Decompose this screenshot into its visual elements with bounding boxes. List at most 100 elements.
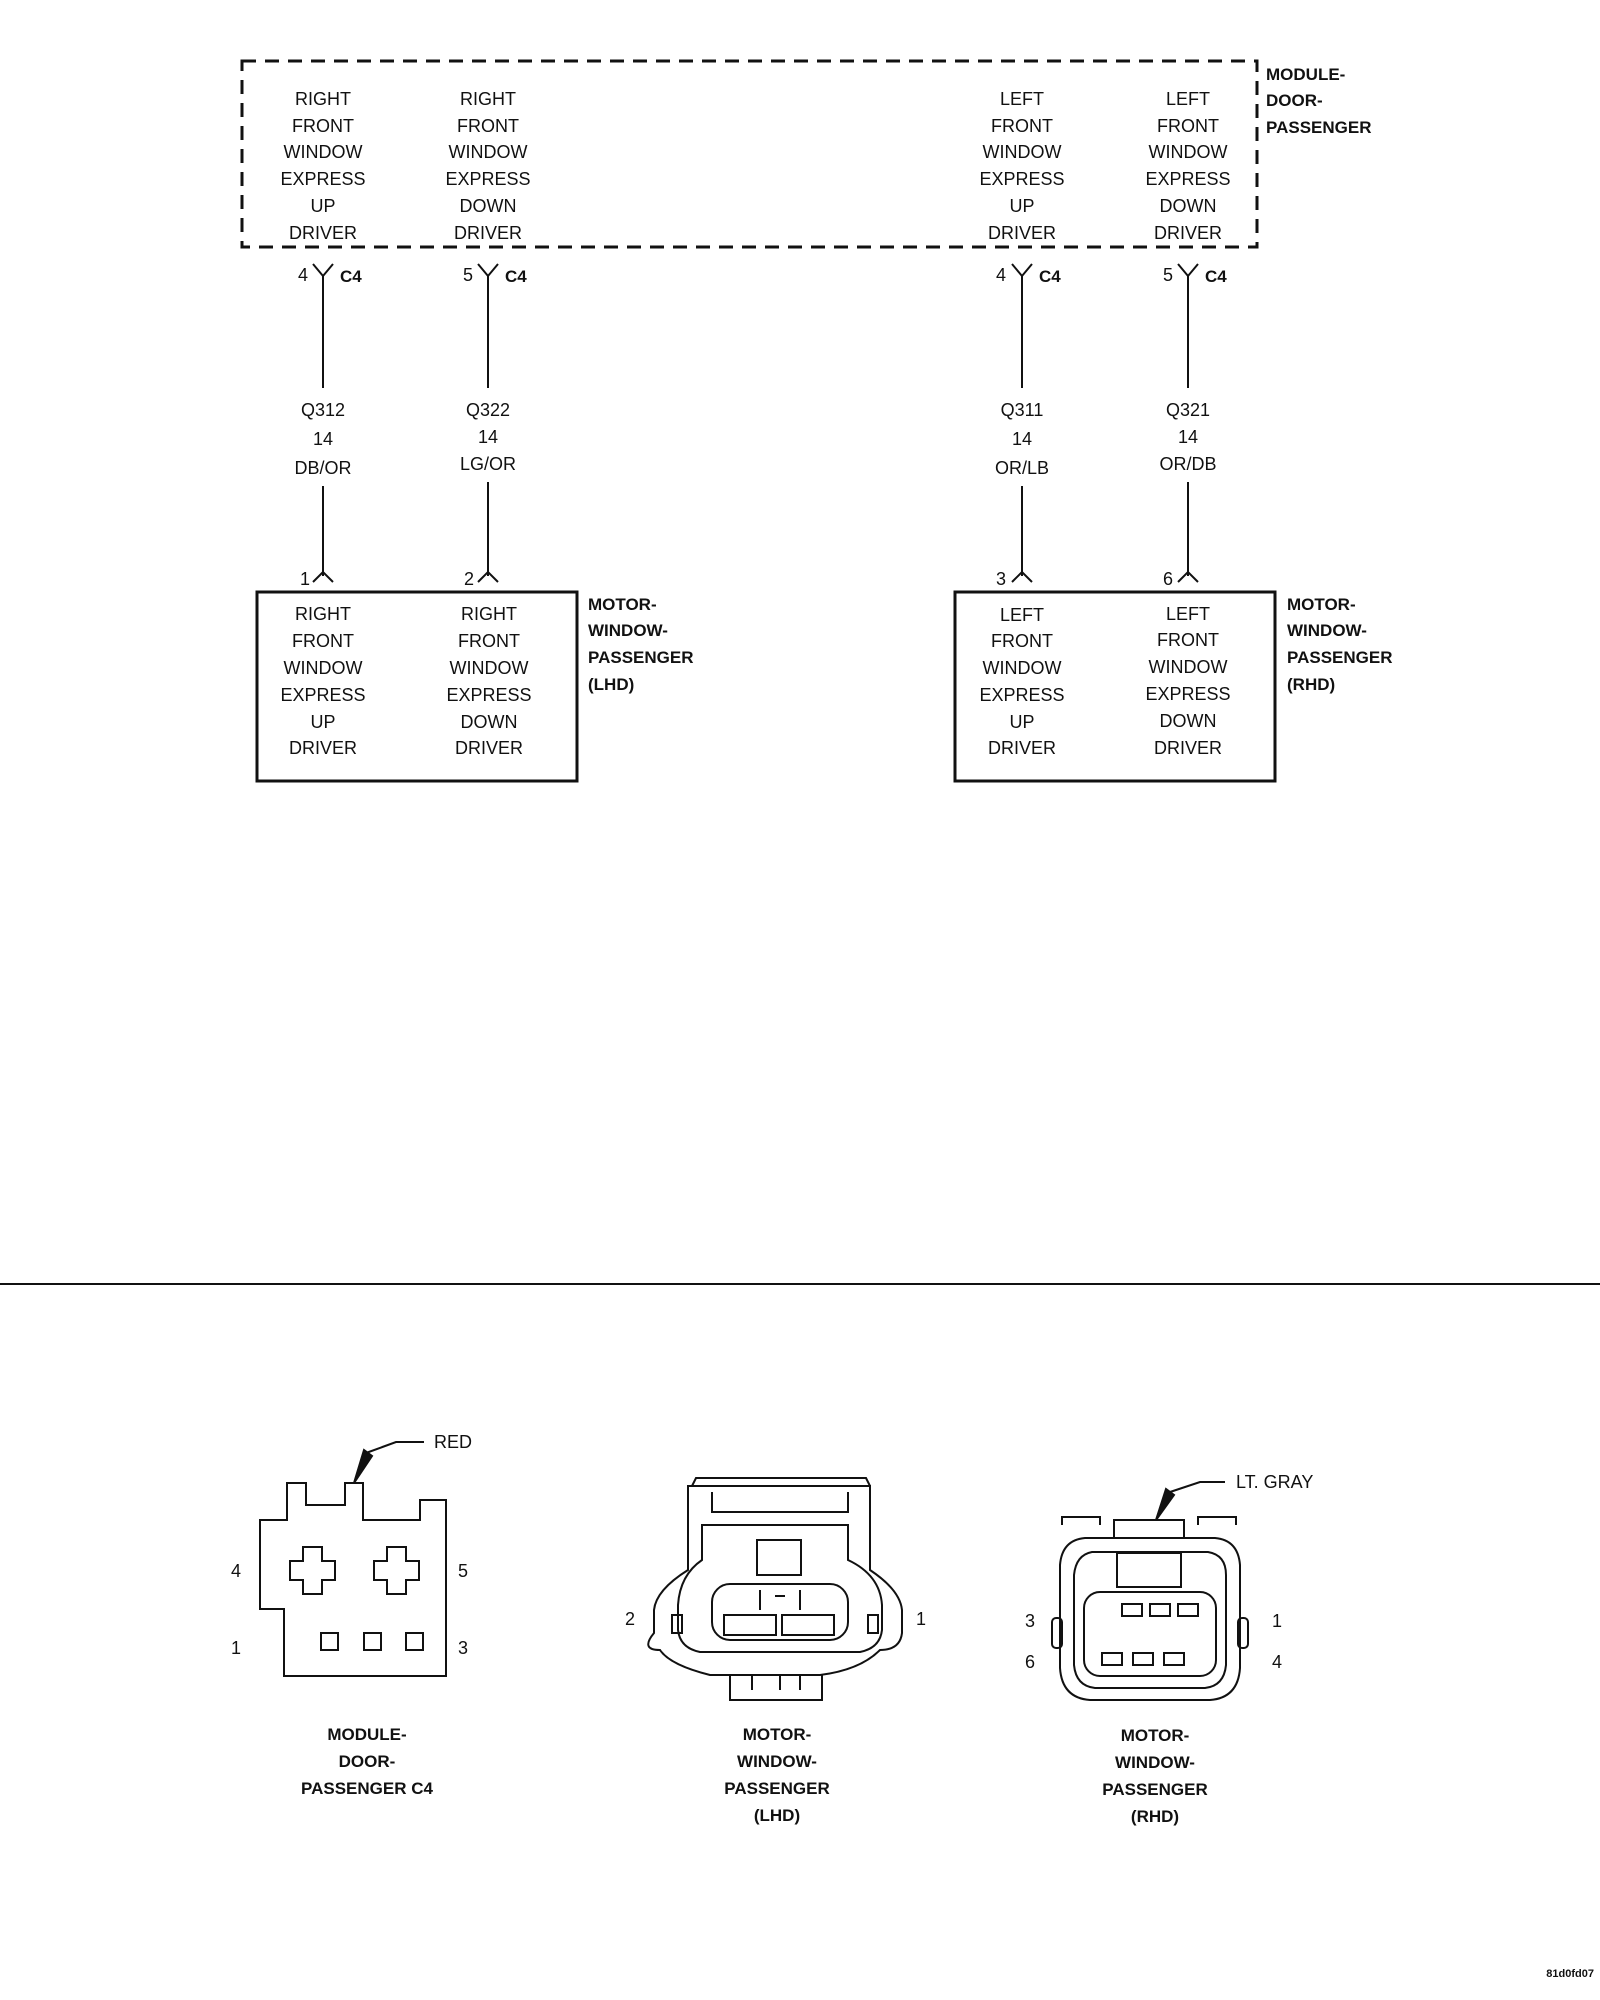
module-c4-pin-5: 5 [458, 1561, 468, 1581]
motor-lhd-terminal-1 [781, 1614, 835, 1636]
circuit-label: DOWN [1160, 196, 1217, 216]
module-name-line-2: DOOR- [1266, 91, 1323, 110]
circuit-label: DRIVER [455, 738, 523, 758]
motor-rhd-terminal-3 [1121, 1603, 1143, 1617]
motor-lhd-center-key [759, 1590, 801, 1610]
module-c4-title-line-2: DOOR- [339, 1752, 396, 1771]
module-c4-title-line-1: MODULE- [327, 1725, 406, 1744]
wire-gauge: 14 [1012, 429, 1032, 449]
motor-rhd-terminal-5 [1132, 1652, 1154, 1666]
motor-rhd-pin-6: 6 [1025, 1652, 1035, 1672]
circuit-label: DRIVER [988, 223, 1056, 243]
motor-pin-connector-symbol [477, 570, 499, 583]
circuit-label: FRONT [292, 631, 354, 651]
circuit-label: EXPRESS [280, 685, 365, 705]
motor-pin-connector-symbol [1177, 570, 1199, 583]
module-connector-label: C4 [1205, 267, 1227, 286]
wire-4: 5 C4 Q321 14 OR/DB 6 [1159, 263, 1227, 589]
motor-rhd-title-line-3: PASSENGER [1102, 1780, 1208, 1799]
motor-lhd-title-line-1: MOTOR- [743, 1725, 812, 1744]
wire-gauge: 14 [478, 427, 498, 447]
circuit-label: WINDOW [284, 142, 363, 162]
wire-2: 5 C4 Q322 14 LG/OR 2 [460, 263, 527, 589]
lt-gray-callout-leader [1169, 1481, 1225, 1493]
motor-rhd-name-line-3: PASSENGER [1287, 648, 1393, 667]
circuit-label: RIGHT [295, 604, 351, 624]
circuit-label: EXPRESS [979, 169, 1064, 189]
motor-rhd-name-line-4: (RHD) [1287, 675, 1335, 694]
circuit-label: WINDOW [1149, 142, 1228, 162]
motor-pin-number: 3 [996, 569, 1006, 589]
connector-view-module-c4: RED 4 5 1 3 MODULE- DOOR- PASSENGER C4 [231, 1432, 472, 1798]
module-pin-number: 5 [463, 265, 473, 285]
circuit-label: FRONT [1157, 630, 1219, 650]
module-c4-housing [259, 1482, 447, 1677]
motor-lhd-title-line-4: (LHD) [754, 1806, 800, 1825]
circuit-label: DRIVER [1154, 738, 1222, 758]
circuit-label: RIGHT [460, 89, 516, 109]
motor-rhd-name-line-1: MOTOR- [1287, 595, 1356, 614]
motor-rhd-title-line-2: WINDOW- [1115, 1753, 1195, 1772]
motor-lhd-side-clip-right [867, 1614, 879, 1634]
module-circuit-3: LEFT FRONT WINDOW EXPRESS UP DRIVER [979, 89, 1064, 243]
wire-3: 4 C4 Q311 14 OR/LB 3 [995, 263, 1061, 589]
motor-rhd-title-line-4: (RHD) [1131, 1807, 1179, 1826]
circuit-label: FRONT [457, 116, 519, 136]
circuit-label: WINDOW [1149, 657, 1228, 677]
motor-rhd-outer-shell [1059, 1537, 1241, 1701]
module-pin-number: 4 [996, 265, 1006, 285]
module-c4-cavity-3 [405, 1632, 424, 1651]
connector-view-motor-rhd: LT. GRAY 3 1 6 4 MOTOR- WINDOW- PASSENGE… [1025, 1472, 1313, 1826]
circuit-label: DOWN [461, 712, 518, 732]
motor-lhd-name-line-4: (LHD) [588, 675, 634, 694]
motor-pin-connector-symbol [312, 570, 334, 583]
motor-lhd-pin-2: 2 [625, 1609, 635, 1629]
lt-gray-callout-label: LT. GRAY [1236, 1472, 1313, 1492]
module-c4-pin-3: 3 [458, 1638, 468, 1658]
motor-window-passenger-rhd: LEFT FRONT WINDOW EXPRESS UP DRIVER LEFT… [953, 590, 1393, 783]
red-callout-arrow [353, 1448, 374, 1484]
circuit-label: UP [1009, 712, 1034, 732]
circuit-label: DRIVER [289, 738, 357, 758]
module-c4-cavity-1 [320, 1632, 339, 1651]
module-circuit-2: RIGHT FRONT WINDOW EXPRESS DOWN DRIVER [445, 89, 530, 243]
motor-lhd-bottom-lug [729, 1675, 823, 1701]
motor-lhd-outer-shell [647, 1485, 903, 1676]
circuit-label: LEFT [1000, 89, 1044, 109]
motor-rhd-side-clip-left [1051, 1617, 1063, 1649]
circuit-label: DRIVER [454, 223, 522, 243]
motor-pin-number: 6 [1163, 569, 1173, 589]
motor-lhd-top-latch [691, 1477, 871, 1513]
circuit-label: RIGHT [461, 604, 517, 624]
red-callout-leader [365, 1441, 424, 1454]
circuit-label: UP [310, 196, 335, 216]
motor-rhd-terminal-4 [1163, 1652, 1185, 1666]
circuit-label: LEFT [1166, 604, 1210, 624]
motor-lhd-name-line-3: PASSENGER [588, 648, 694, 667]
circuit-label: RIGHT [295, 89, 351, 109]
lt-gray-callout-arrow [1155, 1487, 1176, 1521]
motor-rhd-name-line-2: WINDOW- [1287, 621, 1367, 640]
motor-lhd-terminal-frame [711, 1583, 849, 1641]
module-pin-number: 4 [298, 265, 308, 285]
motor-lhd-box [255, 590, 579, 783]
circuit-label: WINDOW [284, 658, 363, 678]
circuit-label: WINDOW [983, 658, 1062, 678]
wire-gauge: 14 [313, 429, 333, 449]
module-name-line-1: MODULE- [1266, 65, 1345, 84]
motor-pin-number: 2 [464, 569, 474, 589]
motor-rhd-box [953, 590, 1277, 783]
circuit-label: EXPRESS [1145, 684, 1230, 704]
wire-circuit-id: Q321 [1166, 400, 1210, 420]
wire-circuit-id: Q322 [466, 400, 510, 420]
circuit-label: FRONT [458, 631, 520, 651]
motor-rhd-inner-shell [1073, 1551, 1227, 1689]
circuit-label: EXPRESS [1145, 169, 1230, 189]
module-connector-label: C4 [505, 267, 527, 286]
motor-lhd-title-line-2: WINDOW- [737, 1752, 817, 1771]
circuit-label: EXPRESS [445, 169, 530, 189]
circuit-label: WINDOW [983, 142, 1062, 162]
module-name-line-3: PASSENGER [1266, 118, 1372, 137]
motor-lhd-pin-1: 1 [916, 1609, 926, 1629]
